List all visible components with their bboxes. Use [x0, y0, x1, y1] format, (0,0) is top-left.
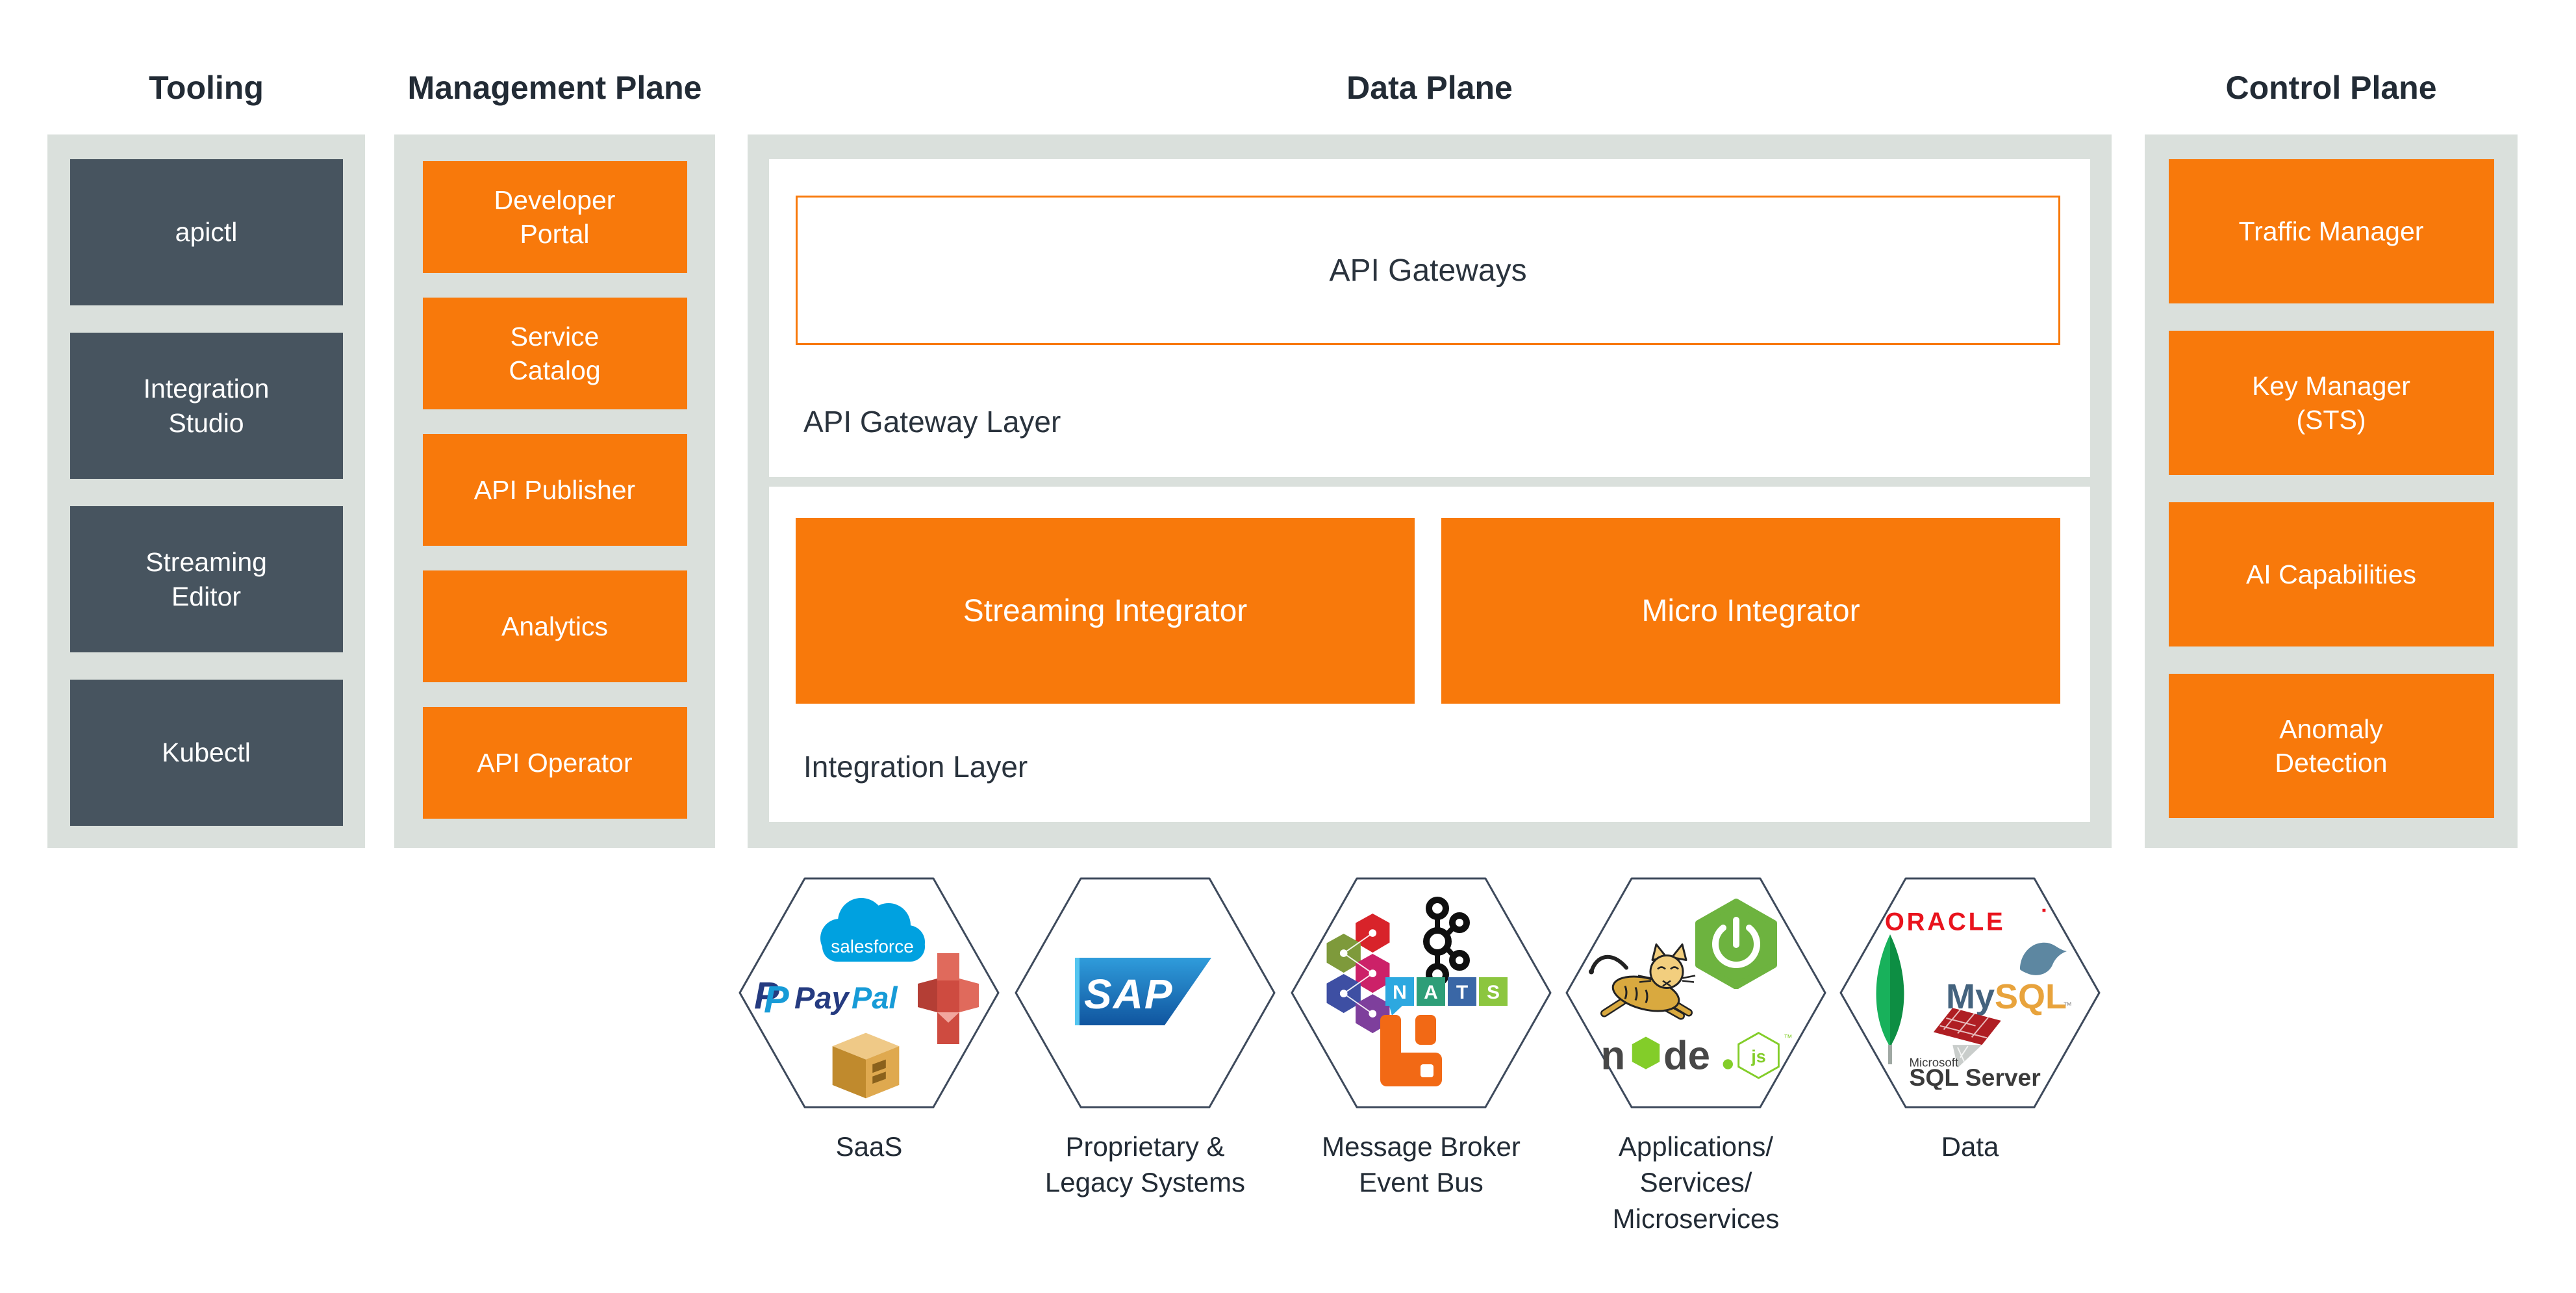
svg-text:ORACLE: ORACLE: [1885, 908, 2006, 936]
applications-caption: Applications/ Services/ Microservices: [1612, 1131, 1780, 1234]
svg-text:Pal: Pal: [852, 980, 898, 1015]
data-caption: Data: [1941, 1131, 1999, 1162]
data-plane-area: API Gateways API Gateway Layer Streaming…: [748, 134, 2112, 848]
svg-text:n: n: [1601, 1034, 1626, 1079]
svg-text:T: T: [1456, 982, 1468, 1003]
traffic-manager-box: Traffic Manager: [2168, 159, 2494, 303]
svg-text:js: js: [1750, 1047, 1766, 1066]
anomaly-detection-box: Anomaly Detection: [2168, 674, 2494, 818]
developer-portal-box: Developer Portal: [422, 161, 687, 273]
svg-text:Microsoft: Microsoft: [1910, 1055, 1959, 1069]
nats-icon: N A T S: [1385, 977, 1508, 1016]
tooling-column: apictl Integration Studio Streaming Edit…: [47, 134, 365, 848]
data-plane-header: Data Plane: [1346, 70, 1513, 106]
nodejs-icon: n de js ™: [1601, 1032, 1793, 1079]
api-publisher-box: API Publisher: [422, 434, 687, 546]
ai-capabilities-box: AI Capabilities: [2168, 502, 2494, 646]
svg-text:A: A: [1424, 982, 1438, 1003]
svg-text:SAP: SAP: [1084, 971, 1174, 1018]
control-plane-header: Control Plane: [2225, 70, 2437, 106]
service-catalog-box: Service Catalog: [422, 298, 687, 409]
tomcat-icon: [1589, 943, 1696, 1020]
streaming-editor-box: Streaming Editor: [69, 506, 343, 652]
saas-hexagon: salesforce P P Pay Pal: [736, 873, 1002, 1112]
legacy-systems-caption: Proprietary & Legacy Systems: [1044, 1131, 1246, 1198]
aws-storage-icon: [832, 1032, 900, 1099]
control-plane-column: Traffic Manager Key Manager (STS) AI Cap…: [2145, 134, 2518, 848]
integration-layer-panel: Streaming Integrator Micro Integrator In…: [769, 487, 2090, 822]
hexagon-outline: [1839, 877, 2101, 1108]
streaming-integrator-box: Streaming Integrator: [796, 518, 1415, 704]
legacy-systems-hexagon: SAP: [1012, 873, 1278, 1112]
svg-text:P: P: [764, 979, 789, 1016]
rabbitmq-icon: [1380, 1015, 1442, 1086]
svg-text:SQL Server: SQL Server: [1910, 1064, 2041, 1090]
svg-text:Pay: Pay: [794, 980, 850, 1015]
svg-text:salesforce: salesforce: [831, 936, 914, 956]
svg-text:S: S: [1487, 982, 1500, 1003]
salesforce-icon: salesforce: [820, 898, 925, 962]
oracle-icon: ORACLE: [1885, 908, 2046, 936]
paypal-icon: P P Pay Pal: [754, 975, 898, 1016]
svg-text:N: N: [1393, 982, 1407, 1003]
apictl-box: apictl: [69, 159, 343, 305]
api-gateway-layer-label: API Gateway Layer: [803, 405, 1061, 439]
svg-text:de: de: [1663, 1034, 1710, 1079]
kubectl-box: Kubectl: [69, 680, 343, 826]
integration-layer-label: Integration Layer: [803, 750, 1028, 784]
spring-boot-icon: [1695, 899, 1777, 989]
integration-studio-box: Integration Studio: [69, 333, 343, 479]
svg-text:P: P: [754, 975, 779, 1016]
sql-server-icon: Microsoft SQL Server: [1910, 1008, 2041, 1090]
tooling-header: Tooling: [149, 70, 264, 106]
applications-hexagon: n de js ™: [1563, 873, 1829, 1112]
svg-text:™: ™: [2063, 1000, 2072, 1010]
kafka-icon: [1423, 897, 1470, 986]
api-operator-box: API Operator: [422, 707, 687, 819]
message-broker-caption: Message Broker Event Bus: [1322, 1131, 1521, 1198]
api-gateways-box: API Gateways: [796, 196, 2060, 345]
saas-caption: SaaS: [835, 1131, 903, 1162]
hex-cluster-icon: [1326, 914, 1390, 1034]
svg-text:™: ™: [1784, 1032, 1793, 1042]
data-hexagon: ORACLE MySQL ™ Microsoft S: [1837, 873, 2103, 1112]
hexagon-outline: [739, 877, 1000, 1108]
management-plane-column: Developer Portal Service Catalog API Pub…: [394, 134, 715, 848]
analytics-box: Analytics: [422, 570, 687, 682]
management-plane-header: Management Plane: [407, 70, 702, 106]
sap-icon: SAP: [1075, 958, 1211, 1025]
micro-integrator-box: Micro Integrator: [1441, 518, 2060, 704]
key-manager-box: Key Manager (STS): [2168, 331, 2494, 475]
mongodb-icon: [1876, 934, 1904, 1064]
api-gateway-layer-panel: API Gateways API Gateway Layer: [769, 159, 2090, 477]
svg-text:MySQL: MySQL: [1946, 977, 2067, 1016]
aws-s3-icon: [918, 953, 979, 1044]
message-broker-hexagon: N A T S: [1288, 873, 1554, 1112]
mysql-icon: MySQL ™: [1946, 942, 2072, 1016]
